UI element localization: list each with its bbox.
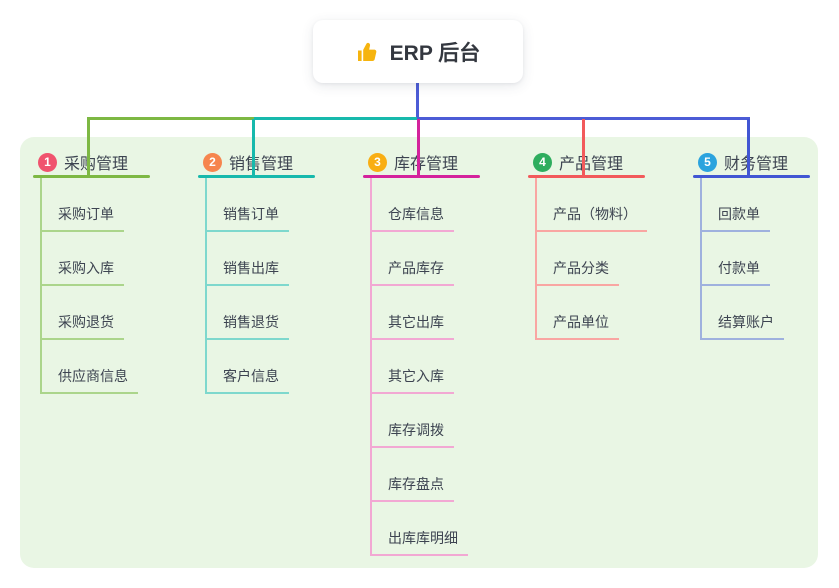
child-node-label[interactable]: 采购订单 [42,204,124,232]
child-node: 库存调拨 [372,394,468,448]
branch-title-label: 销售管理 [229,156,294,173]
child-node: 销售出库 [207,232,289,286]
branch-underline [198,175,315,178]
child-node-label[interactable]: 采购退货 [42,312,124,340]
branch-title[interactable]: 5 财务管理 [698,150,788,174]
trunk-segment-left [87,117,254,120]
child-node: 采购退货 [42,286,138,340]
trunk-drop-line [747,119,750,176]
child-node-label[interactable]: 库存盘点 [372,474,454,502]
branch-underline [693,175,810,178]
child-node: 销售订单 [207,178,289,232]
child-node-label[interactable]: 采购入库 [42,258,124,286]
trunk-drop-line [87,119,90,176]
child-node: 采购入库 [42,232,138,286]
child-node: 回款单 [702,178,784,232]
branch-title[interactable]: 4 产品管理 [533,150,623,174]
branch-children: 销售订单销售出库销售退货客户信息 [205,178,289,394]
branch-title[interactable]: 2 销售管理 [203,150,293,174]
branch-number-badge: 4 [533,152,552,172]
child-node: 销售退货 [207,286,289,340]
branch-title-label: 财务管理 [724,156,789,173]
child-node-label[interactable]: 仓库信息 [372,204,454,232]
child-node-label[interactable]: 供应商信息 [42,366,138,394]
child-node: 产品分类 [537,232,647,286]
branch-children: 仓库信息产品库存其它出库其它入库库存调拨库存盘点出库库明细 [370,178,468,556]
branch-number-badge: 3 [368,152,387,172]
child-node: 库存盘点 [372,448,468,502]
branch-children: 采购订单采购入库采购退货供应商信息 [40,178,138,394]
child-node: 结算账户 [702,286,784,340]
child-node-label[interactable]: 库存调拨 [372,420,454,448]
child-node-label[interactable]: 结算账户 [702,312,784,340]
branch-underline [528,175,645,178]
child-node: 其它入库 [372,340,468,394]
branch-number-badge: 1 [38,152,57,172]
child-node: 其它出库 [372,286,468,340]
child-node-label[interactable]: 其它出库 [372,312,454,340]
child-node: 采购订单 [42,178,138,232]
child-node-label[interactable]: 销售订单 [207,204,289,232]
trunk-drop-line [582,119,585,176]
root-connector-line [416,83,419,120]
branch-number-badge: 5 [698,152,717,172]
branch-underline [363,175,480,178]
child-node: 产品（物料） [537,178,647,232]
branch-title[interactable]: 3 库存管理 [368,150,458,174]
branch-title[interactable]: 1 采购管理 [38,150,128,174]
trunk-drop-line [252,119,255,176]
child-node-label[interactable]: 产品库存 [372,258,454,286]
child-node: 产品单位 [537,286,647,340]
child-node-label[interactable]: 产品（物料） [537,204,647,232]
root-node[interactable]: ERP 后台 [313,20,523,83]
branch-children: 回款单付款单结算账户 [700,178,784,340]
child-node: 出库库明细 [372,502,468,556]
child-node-label[interactable]: 产品单位 [537,312,619,340]
child-node: 付款单 [702,232,784,286]
branch-number-badge: 2 [203,152,222,172]
branch-title-label: 采购管理 [64,156,129,173]
child-node-label[interactable]: 销售出库 [207,258,289,286]
branch-title-label: 库存管理 [394,156,459,173]
trunk-segment-mid [254,117,417,120]
child-node: 仓库信息 [372,178,468,232]
branch-underline [33,175,150,178]
child-node-label[interactable]: 出库库明细 [372,528,468,556]
branches-panel [20,137,818,568]
child-node-label[interactable]: 回款单 [702,204,770,232]
child-node-label[interactable]: 客户信息 [207,366,289,394]
trunk-segment-right [417,117,750,120]
child-node-label[interactable]: 销售退货 [207,312,289,340]
child-node-label[interactable]: 其它入库 [372,366,454,394]
child-node: 供应商信息 [42,340,138,394]
child-node-label[interactable]: 付款单 [702,258,770,286]
trunk-drop-line [417,119,420,176]
child-node-label[interactable]: 产品分类 [537,258,619,286]
branch-children: 产品（物料） 产品分类产品单位 [535,178,647,340]
branch-title-label: 产品管理 [559,156,624,173]
child-node: 产品库存 [372,232,468,286]
root-label: ERP 后台 [389,41,481,65]
thumbs-up-icon [356,40,380,64]
child-node: 客户信息 [207,340,289,394]
